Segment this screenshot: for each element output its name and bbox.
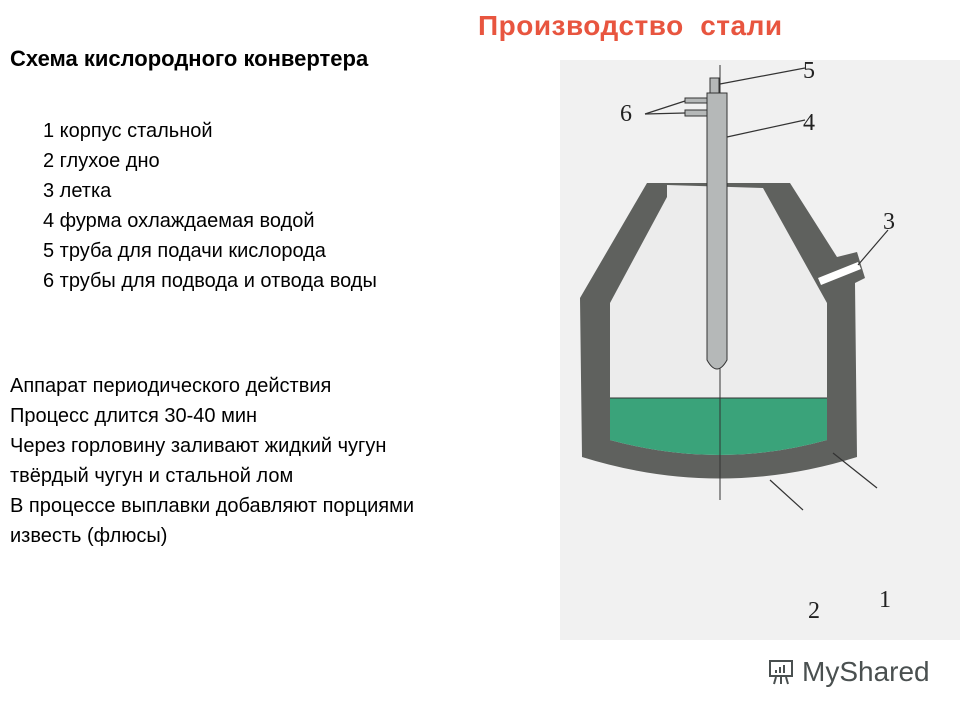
slide-title: Производство стали [478,10,783,41]
tap-hole [818,262,861,285]
oxygen-pipe [709,77,720,94]
diagram-heading: Схема кислородного конвертера [10,46,369,71]
description-line: известь (флюсы) [10,525,168,547]
label-5: 5 [803,58,815,84]
legend-list: 1 корпус стальной 2 глухое дно 3 летка 4… [43,116,377,296]
legend-item: 2 глухое дно [43,150,160,172]
description-line: Процесс длится 30-40 мин [10,405,258,427]
logo-text: MyShared [802,656,930,687]
presentation-board-icon [769,660,793,685]
oxygen-lance [706,92,728,370]
description-line: Аппарат периодического действия [10,375,332,397]
legend-item: 1 корпус стальной [43,120,213,142]
description: Аппарат периодического действия Процесс … [10,371,414,551]
myshared-logo: MyShared [766,656,930,688]
legend-item: 5 труба для подачи кислорода [43,240,326,262]
label-2: 2 [808,598,820,624]
label-1: 1 [879,587,891,613]
water-pipe [684,109,708,117]
molten-metal [610,398,827,455]
legend-item: 3 летка [43,180,112,202]
label-3: 3 [883,209,895,235]
label-6: 6 [620,101,632,127]
legend-item: 4 фурма охлаждаемая водой [43,210,315,232]
legend-item: 6 трубы для подвода и отвода воды [43,270,377,292]
description-line: Через горловину заливают жидкий чугун [10,435,387,457]
water-pipe [684,97,708,104]
label-4: 4 [803,110,815,136]
description-line: В процессе выплавки добавляют порциями [10,495,415,517]
description-line: твёрдый чугун и стальной лом [10,465,294,487]
